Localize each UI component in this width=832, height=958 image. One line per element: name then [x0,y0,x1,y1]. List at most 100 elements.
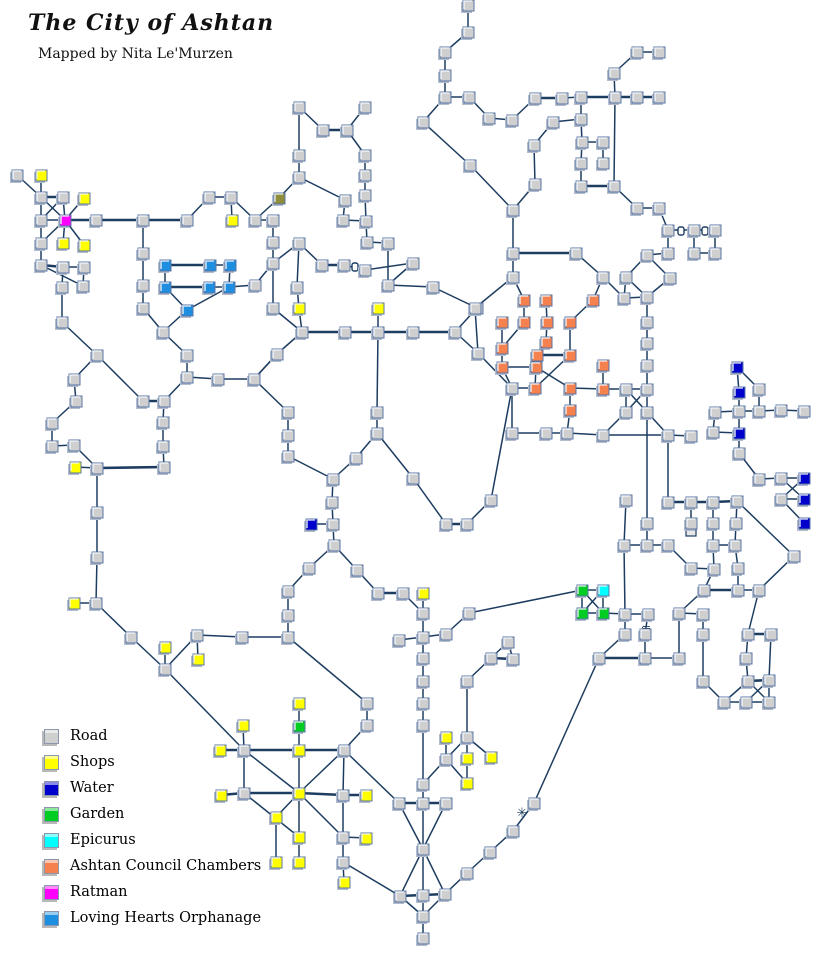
map-node-water [304,518,318,532]
map-node-shops [337,876,351,890]
map-node-road [34,214,48,228]
road-edge [96,465,165,470]
map-node-council [539,294,553,308]
map-node-road [460,675,474,689]
map-node-road [90,462,104,476]
map-rooms [10,0,811,946]
map-node-road [359,215,373,229]
map-node-road [708,224,722,238]
map-node-road [687,224,701,238]
map-node-road [661,539,675,553]
map-node-garden [575,607,589,621]
map-node-road [316,124,330,138]
map-node-road [640,359,654,373]
map-node-road [439,518,453,532]
map-node-road [56,191,70,205]
map-node-road [438,91,452,105]
map-node-road [739,652,753,666]
map-node-shops [484,751,498,765]
map-node-road [416,910,430,924]
map-node-road [506,271,520,285]
map-node-road [416,719,430,733]
map-node-road [358,101,372,115]
map-node-road [460,518,474,532]
map-node-road [235,631,249,645]
map-node-road [630,46,644,60]
road-edge [376,331,379,413]
legend-item: Water [44,775,261,801]
map-node-road [696,608,710,622]
map-node-road [90,349,104,363]
map-node-road [396,587,410,601]
map-node-council [529,361,543,375]
map-node-road [416,778,430,792]
map-node-road [596,271,610,285]
map-node-road [292,237,306,251]
road-edge [364,262,414,271]
map-node-road [34,237,48,251]
map-node-shops [34,169,48,183]
map-node-shops [416,587,430,601]
legend-swatch-shops [44,754,59,770]
road-edge [196,634,243,638]
map-node-water [797,472,811,486]
map-node-road [617,539,631,553]
map-node-road [124,631,138,645]
map-node-orphanage [158,281,172,295]
map-node-road [136,247,150,261]
map-node-orphanage [180,304,194,318]
map-node-road [684,430,698,444]
map-node-road [774,404,788,418]
map-markers: ✳⇐ [351,226,709,821]
map-node-road [483,846,497,860]
map-node-road [248,214,262,228]
door-icon [351,262,359,272]
map-node-road [416,697,430,711]
map-node-road [619,271,633,285]
star-marker-icon: ✳ [517,806,528,821]
map-node-road [684,517,698,531]
map-node-council [563,349,577,363]
map-node-council [495,342,509,356]
map-node-shops [77,192,91,206]
legend-swatch-water [44,780,59,796]
map-node-road [630,91,644,105]
map-node-road [45,440,59,454]
map-node-road [640,249,654,263]
map-node-road [336,214,350,228]
map-node-road [416,116,430,130]
map-node-road [358,264,372,278]
map-node-road [448,326,462,340]
map-node-road [439,628,453,642]
map-node-road [90,551,104,565]
map-node-council [586,294,600,308]
map-node-road [336,856,350,870]
map-node-road [706,496,720,510]
map-node-road [157,461,171,475]
map-node-road [506,653,520,667]
map-node-orphanage [222,281,236,295]
map-node-road [202,191,216,205]
map-node-road [752,473,766,487]
map-node-road [90,506,104,520]
map-node-road [326,473,340,487]
map-node-road [416,631,430,645]
map-node-road [461,26,475,40]
map-node-road [89,214,103,228]
map-node-road [506,204,520,218]
map-node-shops [292,744,306,758]
map-node-road [672,607,686,621]
legend-item: Garden [44,801,261,827]
map-node-orphanage [158,259,172,273]
map-node-water [732,386,746,400]
map-node-road [180,214,194,228]
map-node-road [156,326,170,340]
map-node-road [462,607,476,621]
map-node-road [266,236,280,250]
road-edge [96,354,144,402]
map-node-road [136,302,150,316]
road-edge [343,749,400,804]
door-icon [701,226,709,236]
map-node-road [774,472,788,486]
